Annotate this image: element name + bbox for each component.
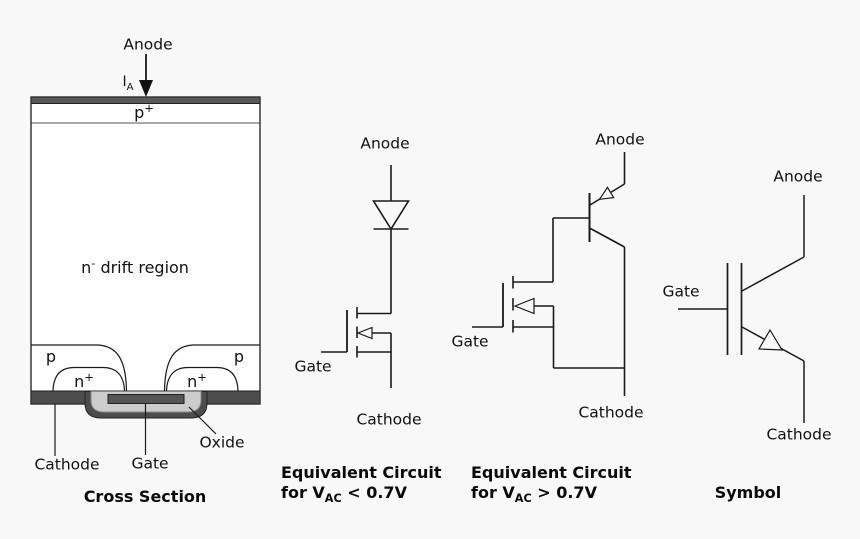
symbol-caption: Symbol — [714, 483, 782, 502]
circuit-low-anode-label: Anode — [360, 134, 410, 153]
gate-electrode — [107, 394, 185, 404]
pnp-transistor-icon — [553, 183, 625, 248]
cross-section-drawing — [30, 54, 261, 456]
n-plus-right — [165, 366, 239, 392]
circuit-low-cathode-label: Cathode — [356, 410, 422, 429]
n-plus-left — [52, 366, 126, 392]
mosfet-body-arrow — [513, 297, 535, 315]
igbt-symbol-icon — [678, 195, 805, 423]
collector-lead — [741, 256, 805, 292]
diode-icon — [372, 200, 410, 231]
circuit-high-caption: Equivalent Circuit for VAC > 0.7V — [471, 463, 632, 509]
caption-line1: Equivalent Circuit — [281, 463, 442, 482]
anode-metal — [30, 96, 261, 104]
nmos-icon — [321, 307, 391, 359]
oxide-label: Oxide — [199, 433, 245, 452]
silicon-body — [30, 96, 261, 405]
circuit-low-gate-label: Gate — [294, 357, 332, 376]
caption-line2: for VAC < 0.7V — [281, 483, 407, 506]
mosfet-body-arrow — [356, 326, 373, 340]
p-well-right — [163, 344, 260, 392]
circuit-high-gate-label: Gate — [451, 332, 489, 351]
caption-line2: for VAC > 0.7V — [471, 483, 597, 506]
drift-region-label: n- drift region — [81, 255, 189, 278]
p-well-left-label: p — [45, 347, 57, 366]
symbol-gate-label: Gate — [662, 282, 700, 301]
cross-section-gate-label: Gate — [131, 454, 169, 473]
symbol-cathode-label: Cathode — [766, 425, 832, 444]
anode-current-arrow-icon — [139, 54, 153, 97]
p-well-right-label: p — [233, 347, 245, 366]
symbol-anode-label: Anode — [773, 167, 823, 186]
caption-line1: Equivalent Circuit — [471, 463, 632, 482]
p-well-left — [31, 344, 128, 392]
pnp-collector-lead — [589, 227, 625, 248]
oxide-leader-line — [188, 406, 217, 435]
circuit-high-cathode-label: Cathode — [578, 403, 644, 422]
circuit-low-caption: Equivalent Circuit for VAC < 0.7V — [281, 463, 442, 509]
emitter-arrow — [757, 328, 784, 351]
p-plus-region-label: p+ — [134, 100, 154, 123]
cross-section-anode-label: Anode — [123, 35, 173, 54]
equiv-circuit-low-drawing — [321, 165, 410, 388]
anode-current-label: IA — [122, 74, 134, 93]
nmos-icon — [472, 276, 554, 338]
circuit-high-anode-label: Anode — [595, 130, 645, 149]
cross-section-cathode-label: Cathode — [34, 455, 100, 474]
pnp-emitter-arrow — [598, 186, 615, 201]
n-plus-right-label: n+ — [187, 369, 207, 392]
cross-section-caption: Cross Section — [83, 487, 207, 506]
n-plus-left-label: n+ — [74, 369, 94, 392]
equiv-circuit-high-drawing — [472, 152, 626, 396]
